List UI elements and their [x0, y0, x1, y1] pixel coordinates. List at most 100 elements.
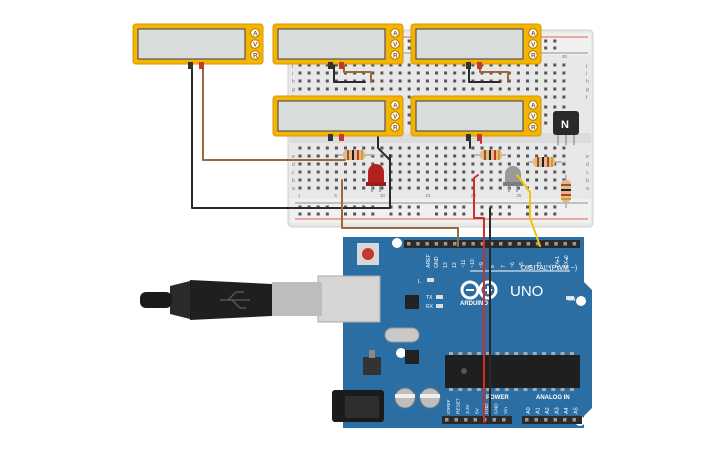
row-label: d: [292, 162, 295, 168]
multimeter-2[interactable]: AVR: [272, 23, 404, 69]
usb-plug-metal: [272, 282, 322, 316]
power-pin-label: GND: [494, 403, 500, 414]
mounting-hole: [396, 348, 406, 358]
meter-mode-label[interactable]: R: [531, 53, 536, 60]
meter-mode-label[interactable]: R: [531, 125, 536, 132]
analog-label: ANALOG IN: [536, 395, 570, 401]
wire-brown-arduino: [341, 179, 459, 247]
usb-icon: [220, 291, 250, 309]
row-label: g: [292, 87, 295, 93]
digital-pin-label: 13: [443, 262, 449, 268]
power-pin-label: 3.3V: [465, 403, 471, 414]
usb-chip: [405, 295, 419, 309]
meter-mode-label[interactable]: V: [531, 114, 536, 121]
column-number: 30: [562, 54, 568, 59]
grey-led[interactable]: [503, 166, 523, 192]
column-number: 15: [425, 193, 431, 198]
analog-pin-label: A0: [526, 407, 532, 414]
meter-red-probe[interactable]: [477, 134, 482, 141]
digital-pin-label: 12: [452, 262, 458, 268]
row-label: e: [292, 154, 295, 160]
meter-black-probe[interactable]: [188, 62, 193, 69]
digital-pin-label: 2: [546, 265, 552, 268]
analog-header: [522, 416, 582, 424]
atmega-chip-pins: [449, 352, 574, 391]
meter-mode-label[interactable]: V: [253, 42, 258, 49]
small-chip: [405, 350, 419, 364]
atmega-chip: [445, 355, 580, 388]
row-label: e: [586, 154, 589, 160]
resistor-1[interactable]: [338, 150, 374, 160]
row-label: i: [586, 71, 587, 77]
power-pin-label: IOREF: [446, 399, 452, 414]
meter-black-probe[interactable]: [466, 134, 471, 141]
crystal-oscillator: [384, 327, 420, 343]
power-pin-label: RESET: [456, 398, 462, 414]
resistor-4[interactable]: [561, 175, 571, 208]
resistor-2[interactable]: [475, 150, 506, 160]
meter-red-probe[interactable]: [477, 62, 482, 69]
row-label: c: [586, 170, 589, 176]
power-pin-label: Vin: [503, 407, 509, 414]
reset-button-cap[interactable]: [362, 248, 374, 260]
meter-mode-label[interactable]: A: [393, 31, 398, 38]
multimeter-3[interactable]: AVR: [410, 23, 542, 69]
digital-pin-label: 7: [501, 265, 507, 268]
wire-yellow-pin3: [516, 174, 541, 247]
digital-pin-label: RX◂0: [564, 255, 570, 268]
analog-pin-label: A2: [545, 407, 551, 414]
voltage-regulator: [363, 357, 381, 375]
red-led[interactable]: [366, 164, 386, 192]
meter-mode-label[interactable]: R: [393, 53, 398, 60]
multimeter-1[interactable]: AVR: [132, 23, 264, 69]
digital-pin-label: ~6: [510, 262, 516, 268]
breadboard-row-labels: jjiihhggffeeddccbbaa: [291, 63, 589, 192]
analog-pin-label: A4: [564, 407, 570, 414]
digital-pin-label: ~9: [479, 262, 485, 268]
multimeter-5[interactable]: AVR: [410, 95, 542, 141]
meter-mode-label[interactable]: V: [393, 114, 398, 121]
npn-transistor[interactable]: N: [553, 111, 579, 145]
column-number: 1: [298, 193, 301, 198]
meter-black-probe[interactable]: [466, 62, 471, 69]
meter-mode-label[interactable]: R: [253, 53, 258, 60]
meter-mode-label[interactable]: A: [531, 31, 536, 38]
meter-mode-label[interactable]: A: [531, 103, 536, 110]
wire-red-5v: [473, 174, 485, 423]
wire-black-meter2: [333, 61, 366, 83]
digital-label: DIGITAL (PWM ~): [521, 265, 577, 272]
meter-mode-label[interactable]: V: [393, 42, 398, 49]
row-label: a: [292, 186, 295, 192]
mounting-hole: [576, 296, 586, 306]
mounting-hole: [392, 238, 402, 248]
meter-mode-label[interactable]: A: [253, 31, 258, 38]
wire-black-meter4: [377, 132, 391, 161]
row-label: h: [292, 79, 295, 85]
meter-mode-label[interactable]: V: [531, 42, 536, 49]
meter-mode-label[interactable]: A: [393, 103, 398, 110]
meter-red-probe[interactable]: [339, 62, 344, 69]
digital-header-pins: [407, 242, 577, 246]
row-label: i: [292, 71, 293, 77]
meter-red-probe[interactable]: [199, 62, 204, 69]
power-pin-label: 5V: [475, 407, 481, 414]
multimeter-4[interactable]: AVR: [272, 95, 404, 141]
usb-cable-strain: [140, 292, 172, 308]
meter-red-probe[interactable]: [339, 134, 344, 141]
column-number: 10: [380, 193, 386, 198]
analog-pin-label: A5: [574, 407, 580, 414]
usb-cable[interactable]: [140, 275, 381, 323]
digital-pin-label: ~3: [537, 262, 543, 268]
row-label: j: [585, 63, 587, 69]
row-label: b: [292, 178, 295, 184]
meter-mode-label[interactable]: R: [393, 125, 398, 132]
resistor-3[interactable]: [528, 157, 562, 167]
wire-black-meter1: [191, 61, 391, 209]
meter-black-probe[interactable]: [328, 134, 333, 141]
digital-pin-label: 8: [490, 265, 496, 268]
meter-black-probe[interactable]: [328, 62, 333, 69]
